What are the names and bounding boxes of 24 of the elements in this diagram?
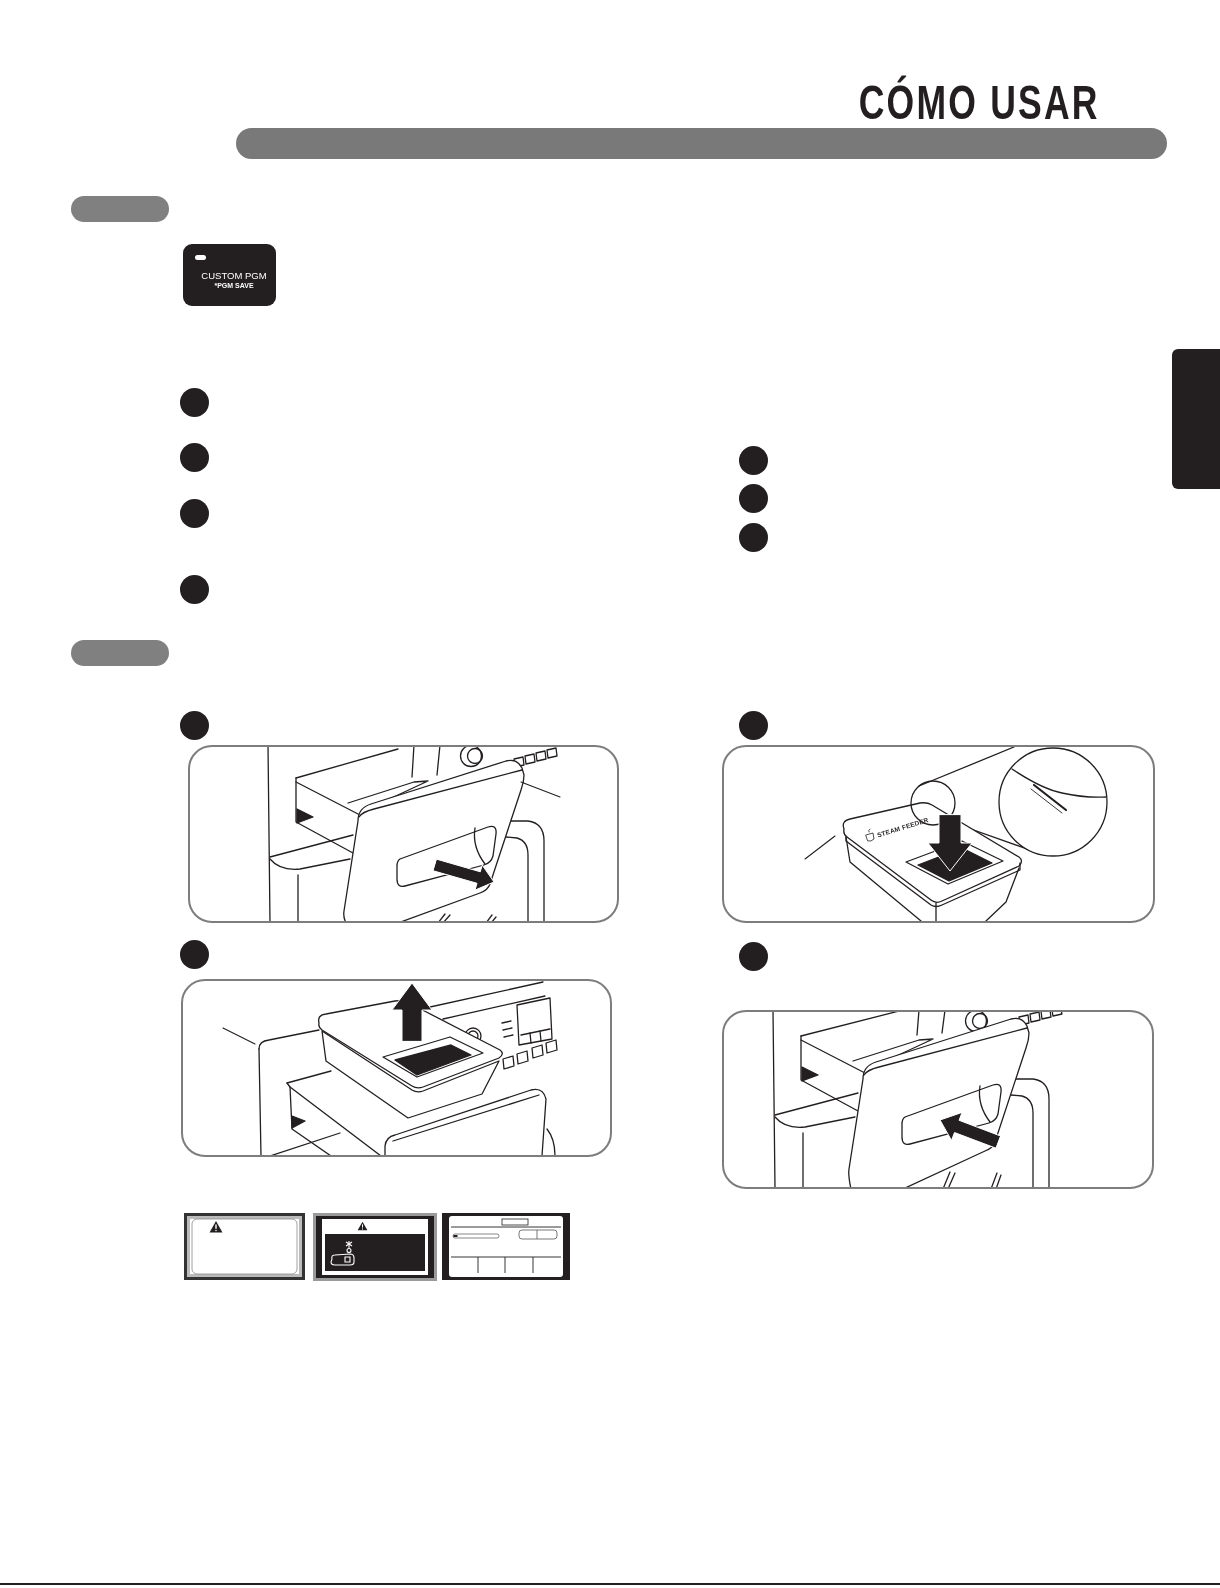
step-marker [180, 574, 209, 604]
caution-display-drawing [313, 1213, 437, 1281]
illustration-panel [722, 1010, 1154, 1189]
step-marker [180, 442, 209, 472]
step-marker [739, 942, 768, 971]
illustration-panel [181, 979, 612, 1157]
step-marker [739, 522, 768, 552]
section-tab [71, 196, 169, 222]
step-marker [739, 711, 768, 740]
key-label: CUSTOM PGM [201, 270, 267, 281]
step-marker [180, 939, 209, 969]
step-marker [180, 710, 209, 740]
settings-display-drawing [442, 1213, 570, 1280]
section-tab [71, 640, 169, 666]
warning-display-drawing [184, 1213, 305, 1280]
illustration-panel [188, 745, 619, 923]
side-tab [1172, 349, 1220, 489]
illustration-panel [722, 745, 1155, 923]
control-key [183, 244, 276, 306]
header-band [236, 128, 1167, 159]
step-marker [180, 387, 209, 417]
step-marker [739, 445, 768, 475]
step-marker [180, 498, 209, 528]
step-marker [739, 483, 768, 513]
